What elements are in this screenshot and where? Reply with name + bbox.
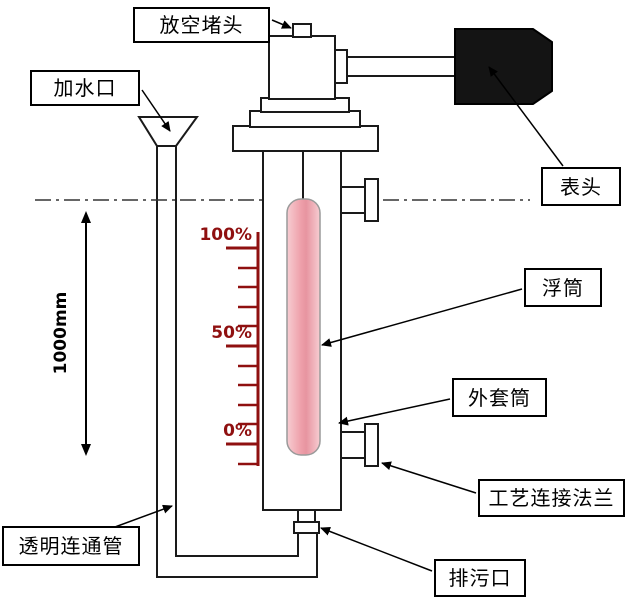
lower-nozzle bbox=[340, 431, 366, 459]
leader-process-flange bbox=[381, 461, 477, 494]
upper-nozzle bbox=[340, 186, 366, 214]
percent-scale bbox=[226, 232, 260, 466]
label-displacer: 浮筒 bbox=[524, 268, 602, 307]
leader-vent-plug bbox=[271, 19, 292, 29]
leader-water-inlet bbox=[141, 89, 171, 132]
drain-plug bbox=[293, 521, 320, 534]
gauge-head-body bbox=[268, 35, 336, 100]
leader-transparent-tube bbox=[114, 504, 173, 528]
displacer-tube bbox=[286, 198, 321, 456]
scale-mark-50: 50% bbox=[211, 323, 252, 343]
leader-meter-head bbox=[488, 66, 564, 167]
top-flange bbox=[232, 125, 379, 152]
transparent-tube bbox=[156, 146, 318, 578]
dimension-1000mm: 1000mm bbox=[51, 211, 91, 456]
lower-flange-plate bbox=[364, 423, 379, 467]
label-outer-sleeve: 外套筒 bbox=[452, 378, 547, 417]
drain-fitting bbox=[297, 509, 316, 523]
scale-mark-100: 100% bbox=[199, 225, 252, 245]
dimension-arrow-up-icon bbox=[81, 211, 91, 223]
scale-mark-0: 0% bbox=[223, 421, 252, 441]
leader-displacer bbox=[321, 288, 523, 347]
label-meter-head: 表头 bbox=[541, 167, 621, 206]
water-funnel bbox=[137, 116, 199, 147]
dimension-text: 1000mm bbox=[51, 292, 71, 375]
leader-outer-sleeve bbox=[338, 398, 451, 426]
head-step-disc-upper bbox=[260, 97, 350, 113]
head-step-disc-lower bbox=[249, 110, 361, 128]
vent-plug bbox=[292, 23, 312, 38]
leader-drain bbox=[320, 527, 433, 572]
label-process-flange: 工艺连接法兰 bbox=[478, 479, 625, 517]
label-transparent-tube: 透明连通管 bbox=[2, 526, 140, 566]
dimension-arrow-down-icon bbox=[81, 444, 91, 456]
meter-arm bbox=[334, 56, 456, 77]
meter-arm-joint bbox=[334, 49, 348, 84]
label-vent-plug: 放空堵头 bbox=[133, 7, 270, 43]
meter-head-body bbox=[454, 28, 553, 105]
label-drain: 排污口 bbox=[434, 559, 526, 597]
upper-flange-plate bbox=[364, 178, 379, 222]
label-water-inlet: 加水口 bbox=[30, 70, 140, 106]
